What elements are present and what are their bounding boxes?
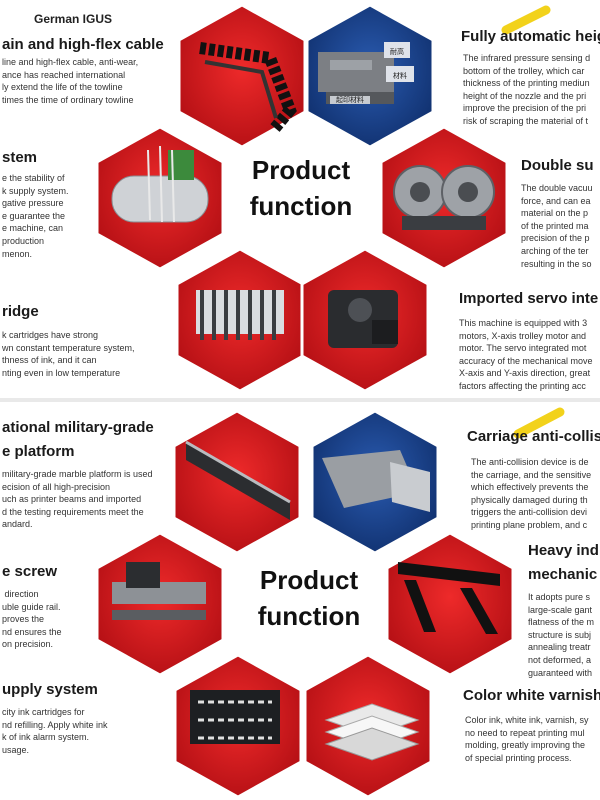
print-head-carriage-icon [318,42,414,104]
center-hexagon [244,531,374,677]
feature-heading-servo: Imported servo inte [459,290,599,307]
center-hexagon [236,125,366,271]
feature-text-height-sensing: The infrared pressure sensing d bottom o… [463,53,591,126]
servo-motor-icon [328,290,398,348]
ink-tank-hexagon [95,125,225,271]
hexagon-cluster-top: 耐高 材料 起印材料 [95,3,551,393]
feature-heading-height-sensing: Fully automatic heig [461,28,600,45]
hexagon-cluster-bottom [95,407,565,799]
feature-heading-cartridge: ridge [2,303,39,320]
double-vacuum-pump-icon [393,165,495,230]
center-title-line-2: function [257,601,361,631]
drag-chain-hexagon [177,3,307,149]
product-function-panel-top: 耐高 材料 起印材料 [0,0,600,398]
vacuum-pump-hexagon [379,125,509,271]
machine-label-1: 耐高 [390,47,404,56]
center-title: Product function [238,152,364,224]
center-title-line-2: function [249,191,353,221]
feature-text-vacuum: The double vacuu force, and can ea mater… [521,183,593,269]
drag-chain-icon [199,42,297,132]
brand-label: German IGUS [34,12,113,26]
panel-divider [0,398,600,402]
feature-heading-heavy-frame: Heavy ind mechanic [528,542,599,583]
feature-heading-ink-system: stem [2,149,38,166]
steel-frame-icon [398,562,500,634]
yellow-accent-stroke [513,407,565,439]
machine-label-2: 材料 [393,71,407,80]
height-sensor-hexagon: 耐高 材料 起印材料 [305,3,435,149]
feature-heading-vacuum: Double su [521,157,594,174]
feature-text-ink-system: e the stability of k supply system. gati… [2,173,69,259]
feature-heading-towline: ain and high-flex cable [2,36,164,53]
product-function-panel-bottom: Product function ational military-grade … [0,402,600,800]
layer-stack-icon [324,703,420,761]
marble-platform-hexagon [172,409,302,555]
varnish-layers-hexagon [303,653,433,799]
ink-cartridge-hexagon [175,247,305,393]
feature-heading-marble-platform: ational military-grade e platform [2,419,154,460]
feature-text-screw: direction uble guide rail. proves the nd… [2,589,62,650]
feature-text-marble-platform: military-grade marble platform is used e… [2,469,153,530]
feature-text-servo: This machine is equipped with 3 motors, … [459,318,593,391]
anti-collision-hexagon [310,409,440,555]
gantry-beam-icon [185,440,291,520]
ink-bottles-icon [190,690,280,744]
cartridge-array-icon [196,290,284,340]
feature-heading-screw: e screw [2,563,58,580]
feature-text-towline: line and high-flex cable, anti-wear, anc… [2,57,139,105]
linear-guide-icon [112,562,206,620]
feature-text-heavy-frame: It adopts pure s large-scale gant flatne… [528,592,595,678]
feature-text-anti-collision: The anti-collision device is de the carr… [471,457,592,530]
center-title-line-1: Product [251,155,351,185]
collision-sensor-icon [322,450,430,512]
center-title: Product function [246,562,372,634]
yellow-accent-stroke [501,5,551,35]
feature-heading-anti-collision: Carriage anti-collisi [467,428,600,445]
feature-heading-supply: upply system [2,681,98,698]
machine-label-3: 起印材料 [336,95,364,104]
ink-supply-hexagon [173,653,303,799]
pressure-tank-icon [111,145,209,223]
feature-text-supply: city ink cartridges for nd refilling. Ap… [2,707,108,755]
heavy-frame-hexagon [385,531,515,677]
feature-heading-color-white-varnish: Color white varnish [463,687,600,704]
servo-motor-hexagon [300,247,430,393]
feature-text-cartridge: k cartridges have strong wn constant tem… [2,330,135,378]
lead-screw-hexagon [95,531,225,677]
feature-text-color-white-varnish: Color ink, white ink, varnish, sy no nee… [465,715,589,763]
center-title-line-1: Product [259,565,359,595]
